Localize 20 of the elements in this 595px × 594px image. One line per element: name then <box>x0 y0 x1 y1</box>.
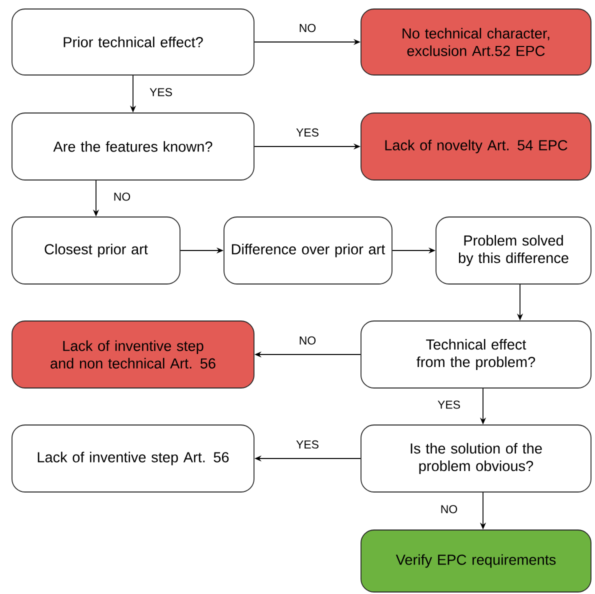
edge-label: YES <box>296 440 318 449</box>
decision-box: Prior technical effect? <box>12 8 254 76</box>
edge-label: NO <box>114 192 130 201</box>
process-box: Problem solved by this difference <box>436 216 592 284</box>
process-box: Closest prior art <box>12 216 180 284</box>
decision-box: Technical effect from the problem? <box>360 320 592 388</box>
edge-label: YES <box>150 88 172 96</box>
edge-label: YES <box>438 400 460 409</box>
outcome-box: No technical character, exclusion Art.52 EPC <box>360 8 592 76</box>
edge-label: NO <box>441 505 458 514</box>
decision-box: Is the solution of the problem obvious? <box>360 424 592 492</box>
process-box: Difference over prior art <box>224 216 392 284</box>
outcome-box: Verify EPC requirements <box>360 530 592 592</box>
edge-label: NO <box>300 336 316 345</box>
decision-box: Are the features known? <box>12 112 254 180</box>
outcome-box: Lack of novelty Art. 54 EPC <box>360 112 592 180</box>
edge-label: YES <box>296 128 318 137</box>
outcome-box: Lack of inventive step and non technical Art. 56 <box>12 320 254 388</box>
outcome-box: Lack of inventive step Art. 56 <box>12 424 254 492</box>
edge-label: NO <box>300 24 316 32</box>
